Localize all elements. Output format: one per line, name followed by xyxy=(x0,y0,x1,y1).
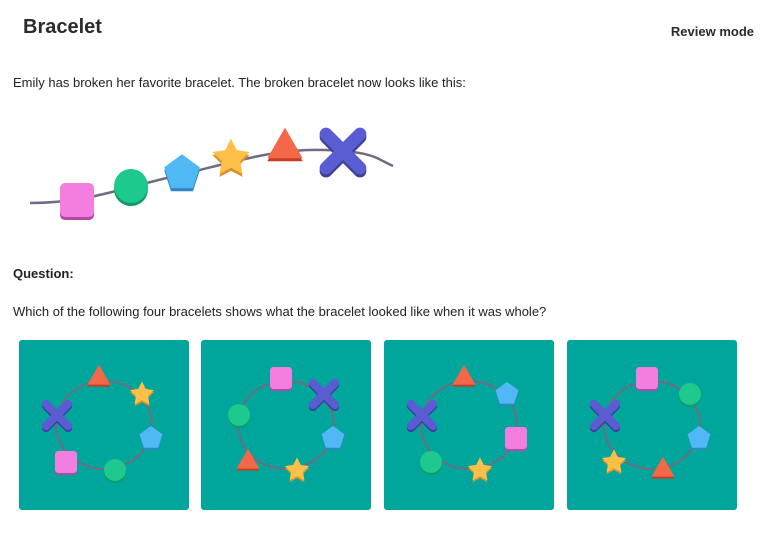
option-4-star-bead xyxy=(601,449,627,475)
option-4-triangle-bead xyxy=(651,456,675,479)
option-2-square-bead xyxy=(270,367,292,391)
broken-bracelet-bead-3 xyxy=(164,154,200,192)
option-3-star-bead xyxy=(467,457,493,483)
option-1-triangle-bead xyxy=(87,364,111,387)
answer-option-3[interactable] xyxy=(384,340,554,510)
option-3-pentagon-bead xyxy=(495,381,519,406)
option-2-pentagon-bead xyxy=(321,425,345,450)
option-2-triangle-bead xyxy=(236,448,260,471)
option-4-pentagon-bead xyxy=(687,425,711,450)
bracelet-option-3-image xyxy=(406,364,527,483)
option-1-circle-bead xyxy=(104,459,126,483)
broken-bracelet-bead-2 xyxy=(114,169,148,207)
answer-option-2[interactable] xyxy=(201,340,371,510)
option-1-square-bead xyxy=(55,451,77,475)
option-4-cross-bead xyxy=(589,399,621,433)
bracelet-option-2-image xyxy=(228,367,345,483)
option-2-cross-bead xyxy=(308,378,340,412)
option-1-star-bead xyxy=(129,381,155,407)
broken-bracelet xyxy=(29,127,394,221)
answer-option-4[interactable] xyxy=(567,340,737,510)
option-3-circle-bead xyxy=(420,451,442,475)
option-3-triangle-bead xyxy=(452,364,476,387)
option-2-star-bead xyxy=(284,457,310,483)
option-4-square-bead xyxy=(636,367,658,391)
answer-option-1[interactable] xyxy=(19,340,189,510)
option-3-cross-bead xyxy=(406,399,438,433)
review-mode-label: Review mode xyxy=(670,24,754,39)
question-text: Which of the following four bracelets sh… xyxy=(13,304,547,319)
option-2-circle-bead xyxy=(228,404,250,428)
option-3-square-bead xyxy=(505,427,527,451)
broken-bracelet-bead-6 xyxy=(319,127,367,178)
option-4-circle-bead xyxy=(679,383,701,407)
option-1-pentagon-bead xyxy=(139,425,163,450)
bracelet-option-4-image xyxy=(589,367,711,479)
question-heading: Question: xyxy=(13,266,74,281)
option-1-cross-bead xyxy=(41,399,73,433)
broken-bracelet-bead-1 xyxy=(60,183,94,221)
intro-text: Emily has broken her favorite bracelet. … xyxy=(13,75,466,90)
broken-bracelet-bead-4 xyxy=(212,138,250,177)
page-title: Bracelet xyxy=(23,16,102,38)
bracelet-option-1-image xyxy=(41,364,163,483)
broken-bracelet-bead-5 xyxy=(267,127,303,162)
